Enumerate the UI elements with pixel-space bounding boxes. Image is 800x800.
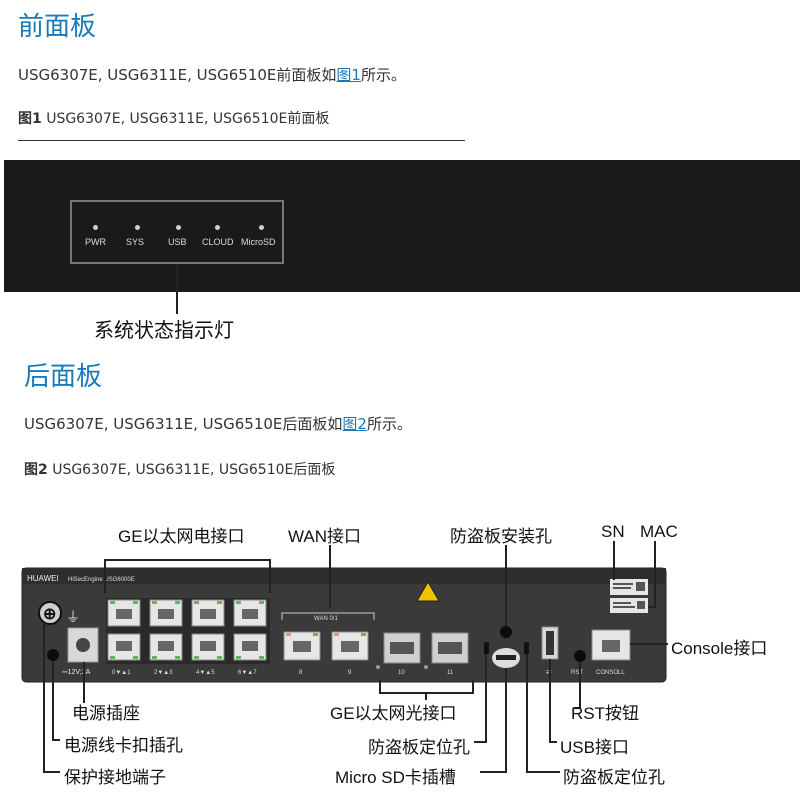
antitheft-locate-hole-left	[484, 642, 489, 654]
figure1-number: 图1	[18, 111, 42, 127]
led-label-microsd: MicroSD	[241, 237, 276, 247]
callout-rst: RST按钮	[571, 704, 639, 723]
wan-port-label-9: 9	[348, 670, 352, 676]
antitheft-mount-hole	[500, 626, 512, 638]
ge-port-label-45: 4▼▲5	[196, 670, 215, 676]
callout-power-socket: 电源插座	[72, 704, 140, 723]
led-label-sys: SYS	[126, 237, 145, 247]
wan-header: WAN 0/1	[314, 616, 338, 622]
figure2-caption: 图2 USG6307E, USG6311E, USG6510E后面板	[24, 459, 335, 479]
rear-panel-heading: 后面板	[24, 362, 103, 392]
ge-port-label-67: 6▼▲7	[238, 670, 257, 676]
microsd-slot[interactable]	[496, 655, 516, 660]
figure1-rule	[18, 140, 465, 141]
front-panel-heading: 前面板	[18, 12, 97, 42]
rear-para-text: USG6307E, USG6311E, USG6510E后面板如	[24, 415, 343, 433]
figure1-title: USG6307E, USG6311E, USG6510E前面板	[41, 111, 330, 127]
front-para-text: USG6307E, USG6311E, USG6510E前面板如	[18, 66, 337, 84]
led-callout-label: 系统状态指示灯	[94, 320, 234, 342]
figure1-caption: 图1 USG6307E, USG6311E, USG6510E前面板	[18, 108, 329, 128]
rear-para-suffix: 所示。	[366, 415, 412, 433]
cable-clip-hole	[47, 649, 59, 661]
led-label-usb: USB	[168, 237, 187, 247]
power-rating: ⎓12V;2A	[62, 669, 91, 676]
callout-antitheft-mount: 防盗板安装孔	[450, 527, 552, 546]
led-label-pwr: PWR	[85, 237, 106, 247]
rear-model: HiSecEngine USG6000E	[68, 577, 135, 583]
rear-panel-paragraph: USG6307E, USG6311E, USG6510E后面板如图2所示。	[24, 413, 412, 434]
figure1-link[interactable]: 图1	[336, 66, 361, 84]
figure2-link[interactable]: 图2	[342, 415, 367, 433]
led-microsd	[259, 225, 264, 230]
figure2-title: USG6307E, USG6311E, USG6510E后面板	[47, 462, 336, 478]
led-pwr	[93, 225, 98, 230]
callout-antitheft-locate-right: 防盗板定位孔	[563, 768, 665, 787]
power-socket-pin	[76, 638, 90, 652]
callout-lines	[43, 541, 668, 773]
callout-ground: 保护接地端子	[64, 768, 166, 787]
ge-port-label-01: 0▼▲1	[112, 670, 131, 676]
ground-terminal	[38, 601, 62, 625]
ground-symbol-icon: ⏚	[66, 609, 80, 625]
callout-cable-clip: 电源线卡扣插孔	[64, 736, 183, 755]
antitheft-locate-hole-right	[524, 642, 529, 654]
led-box: PWR SYS USB CLOUD MicroSD	[70, 200, 284, 264]
callout-microsd: Micro SD卡插槽	[335, 768, 456, 787]
callout-usb: USB接口	[560, 738, 629, 757]
hot-surface-warning-icon	[416, 581, 440, 602]
console-label: CONSOLL	[596, 670, 625, 676]
wan-bracket-frame	[281, 612, 375, 620]
callout-wan: WAN接口	[288, 527, 362, 546]
callout-sn: SN	[601, 522, 625, 541]
sfp-port-label-11: 11	[447, 670, 454, 676]
callout-ge-optical: GE以太网光接口	[330, 704, 457, 723]
led-label-cloud: CLOUD	[202, 237, 234, 247]
rst-label: RST	[571, 670, 583, 676]
front-panel-image: PWR SYS USB CLOUD MicroSD	[4, 160, 800, 292]
led-callout-line	[176, 264, 178, 314]
wan-port-label-8: 8	[299, 670, 303, 676]
led-cloud	[215, 225, 220, 230]
led-sys	[135, 225, 140, 230]
rst-button[interactable]	[574, 650, 586, 662]
ge-port-4[interactable]	[191, 599, 225, 627]
led-usb	[176, 225, 181, 230]
ge-port-label-23: 2▼▲3	[154, 670, 173, 676]
ge-port-6[interactable]	[233, 599, 267, 627]
callout-antitheft-locate-left: 防盗板定位孔	[368, 738, 470, 757]
callout-ge-electric: GE以太网电接口	[118, 527, 245, 546]
ground-screw-glyph: ⊕	[43, 606, 56, 623]
rear-brand: HUAWEI	[27, 574, 59, 583]
sfp-port-label-10: 10	[398, 670, 405, 676]
callout-console: Console接口	[671, 639, 768, 658]
callout-mac: MAC	[640, 522, 678, 541]
ge-copper-port-group: 0▼▲1 2▼▲3 4▼▲5 6▼▲7	[106, 598, 270, 676]
front-panel-paragraph: USG6307E, USG6311E, USG6510E前面板如图1所示。	[18, 64, 406, 85]
figure2-number: 图2	[24, 462, 48, 478]
front-para-suffix: 所示。	[360, 66, 406, 84]
